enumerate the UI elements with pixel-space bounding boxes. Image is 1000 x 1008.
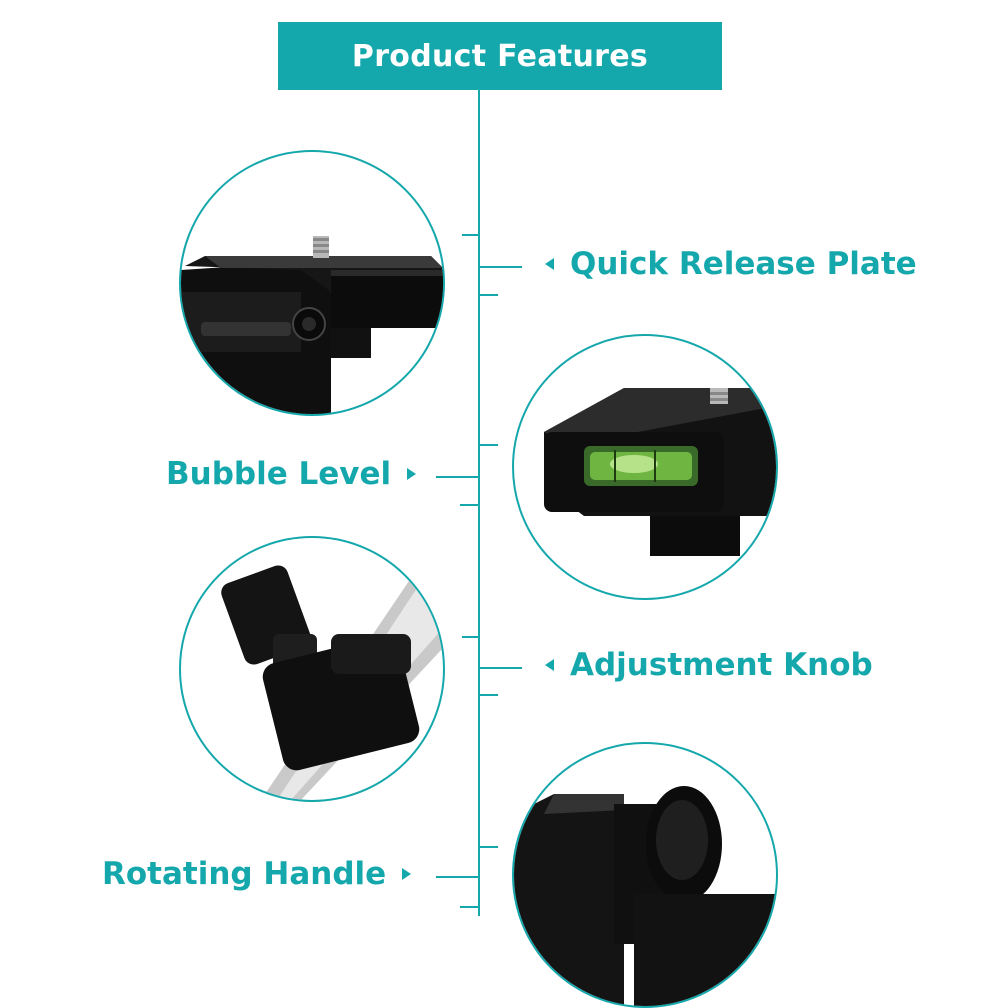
timeline-tick	[462, 234, 478, 236]
feature-label-text: Bubble Level	[166, 456, 392, 492]
arrow-left-icon	[545, 659, 554, 671]
timeline-tick	[460, 906, 478, 908]
feature-label-text: Rotating Handle	[102, 856, 387, 892]
timeline-connector	[480, 266, 522, 268]
quick-release-plate-photo	[179, 150, 445, 416]
bubble-level-photo	[512, 334, 778, 600]
timeline-tick	[480, 294, 498, 296]
arrow-right-icon	[402, 868, 412, 880]
feature-label-adjustment-knob: Adjustment Knob	[545, 647, 873, 683]
timeline-connector	[436, 476, 478, 478]
arrow-left-icon	[545, 258, 554, 270]
timeline-tick	[480, 694, 498, 696]
feature-label-rotating-handle: Rotating Handle	[102, 856, 412, 892]
timeline-tick	[462, 636, 478, 638]
feature-label-text: Adjustment Knob	[570, 647, 873, 683]
rotating-handle-photo	[512, 742, 778, 1008]
feature-label-bubble-level: Bubble Level	[166, 456, 417, 492]
timeline-tick	[460, 504, 478, 506]
header-banner: Product Features	[278, 22, 722, 90]
arrow-right-icon	[407, 468, 417, 480]
timeline-tick	[480, 444, 498, 446]
timeline-tick	[480, 846, 498, 848]
timeline-connector	[480, 667, 522, 669]
timeline-line	[478, 90, 480, 916]
feature-label-text: Quick Release Plate	[570, 246, 917, 282]
adjustment-knob-photo	[179, 536, 445, 802]
timeline-connector	[436, 876, 478, 878]
feature-label-quick-release-plate: Quick Release Plate	[545, 246, 917, 282]
page-title: Product Features	[351, 38, 649, 74]
product-features-page: Product Features Quick Release Plate Bub…	[102, 22, 917, 1008]
